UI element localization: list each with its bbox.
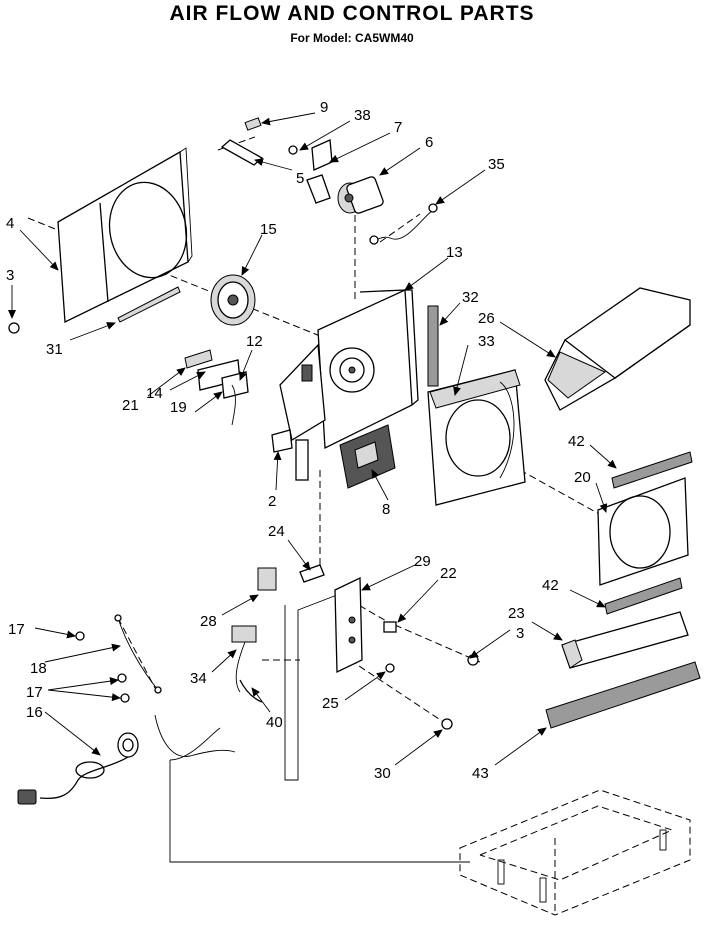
control-board-drawing: [339, 424, 396, 489]
part-label-5: 5: [296, 170, 304, 187]
part-label-2: 2: [268, 493, 276, 510]
bulkhead-drawing: [279, 289, 419, 450]
base-pan-drawing: [459, 789, 691, 916]
part-label-16: 16: [26, 704, 43, 721]
part-label-32: 32: [462, 289, 479, 306]
part-label-18: 18: [30, 660, 47, 677]
part-label-17-lower: 17: [26, 684, 43, 701]
part-label-23: 23: [508, 605, 525, 622]
part-label-33: 33: [478, 333, 495, 350]
part-label-3-lower: 3: [516, 625, 524, 642]
part-label-12: 12: [246, 333, 263, 350]
part-label-21: 21: [122, 397, 139, 414]
air-duct-drawing: [544, 287, 691, 411]
switch-group-drawing: [231, 564, 397, 693]
part-label-43: 43: [472, 765, 489, 782]
wiring-drawing: [8, 322, 479, 805]
part-label-8: 8: [382, 501, 390, 518]
blower-wheel-drawing: [210, 274, 256, 326]
part-label-3-upper: 3: [6, 267, 14, 284]
part-label-7: 7: [394, 119, 402, 136]
part-label-29: 29: [414, 553, 431, 570]
part-label-24: 24: [268, 523, 285, 540]
leader-arrows: [8, 112, 617, 766]
part-label-26: 26: [478, 310, 495, 327]
part-label-20: 20: [574, 469, 591, 486]
lower-panel-drawing: [545, 451, 701, 729]
control-bracket-drawing: [184, 349, 249, 426]
part-label-25: 25: [322, 695, 339, 712]
part-label-34: 34: [190, 670, 207, 687]
tube-drawing: [239, 679, 263, 703]
part-label-31: 31: [46, 341, 63, 358]
part-label-28: 28: [200, 613, 217, 630]
part-label-22: 22: [440, 565, 457, 582]
part-label-17-upper: 17: [8, 621, 25, 638]
scroll-housing-drawing: [427, 369, 526, 506]
seal-strip-drawing: [427, 305, 439, 387]
part-label-30: 30: [374, 765, 391, 782]
motor-group-drawing: [220, 117, 438, 245]
switch-clip-drawing: [271, 429, 309, 481]
part-number-callouts: 9 38 7 6 5 35 4 3 15 13 32 26 31 12 33 2…: [6, 99, 591, 782]
part-label-35: 35: [488, 156, 505, 173]
front-panel-drawing: [57, 147, 193, 324]
part-label-14: 14: [146, 385, 163, 402]
assembly-lines: [27, 136, 611, 863]
part-label-42-upper: 42: [568, 433, 585, 450]
part-label-9: 9: [320, 99, 328, 116]
part-label-4: 4: [6, 215, 14, 232]
part-label-15: 15: [260, 221, 277, 238]
model-subtitle: For Model: CA5WM40: [290, 31, 414, 45]
part-label-19: 19: [170, 399, 187, 416]
part-label-13: 13: [446, 244, 463, 261]
part-label-40: 40: [266, 714, 283, 731]
part-label-42-lower: 42: [542, 577, 559, 594]
page-title: AIR FLOW AND CONTROL PARTS: [169, 2, 535, 25]
part-label-38: 38: [354, 107, 371, 124]
part-label-6: 6: [425, 134, 433, 151]
